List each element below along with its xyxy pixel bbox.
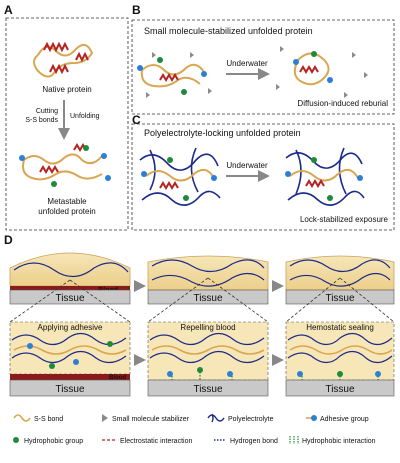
reburial-label: Diffusion-induced reburial	[297, 99, 388, 108]
tissue-label-2: Tissue	[193, 293, 223, 304]
zoom-lines-1	[9, 279, 131, 323]
panel-d: D Blood Tissue Tissue Tissue	[4, 233, 395, 397]
panel-c-title: Polyelectrolyte-locking unfolded protein	[144, 128, 301, 138]
cutting-label-2: S-S bonds	[25, 117, 58, 124]
stage-label-3: Hemostatic sealing	[306, 323, 374, 332]
lock-stabilized-label: Lock-stabilized exposure	[300, 215, 389, 224]
legend-label-stabilizer: Small molecule stabilizer	[112, 416, 190, 423]
native-protein	[33, 41, 94, 78]
panel-b-letter: B	[132, 3, 141, 17]
tissue-label-5: Tissue	[193, 384, 223, 395]
scene-3: Tissue	[285, 255, 395, 305]
underwater-label-c: Underwater	[226, 161, 268, 170]
ss-bond-icon	[13, 414, 31, 422]
underwater-label-b: Underwater	[226, 59, 268, 68]
panel-a-frame	[5, 17, 129, 231]
metastable-label-2: unfolded protein	[38, 207, 95, 216]
polyelectrolyte-icon	[207, 413, 225, 423]
legend: S-S bond Small molecule stabilizer Polye…	[13, 413, 376, 445]
panel-c-letter: C	[132, 113, 141, 127]
native-protein-label: Native protein	[42, 85, 91, 94]
metastable-label-1: Metastable	[47, 197, 87, 206]
panel-c-frame	[131, 123, 395, 231]
blood-label-2: Blood	[109, 375, 126, 381]
unfolding-label: Unfolding	[70, 113, 100, 120]
zoom-lines-2	[147, 277, 269, 323]
legend-item-stabilizer: Small molecule stabilizer	[102, 414, 190, 423]
legend-item-electrostatic: Electrostatic interaction	[102, 438, 192, 445]
hydrophobic-group-icon	[13, 437, 19, 443]
legend-label-polyelectrolyte: Polyelectrolyte	[228, 416, 274, 423]
stabilizer-icon	[102, 414, 108, 422]
tissue-label-1: Tissue	[55, 293, 85, 304]
legend-label-ss-bond: S-S bond	[34, 416, 63, 423]
panel-c: C Polyelectrolyte-locking unfolded prote…	[131, 113, 395, 231]
legend-item-hydrophobic-group: Hydrophobic group	[13, 437, 83, 445]
legend-label-adhesive: Adhesive group	[320, 416, 369, 423]
panel-b-frame	[131, 19, 395, 115]
scene-1: Blood Tissue	[9, 252, 131, 305]
panel-b: B Small molecule-stabilized unfolded pro…	[131, 3, 395, 115]
scene-2: Tissue	[147, 255, 269, 305]
legend-item-hydrophobic-interaction: Hydrophobic interaction	[289, 436, 376, 445]
zoom-lines-3	[285, 277, 395, 323]
unfolded-protein-b	[137, 52, 212, 98]
legend-item-hydrogen-bond: Hydrogen bond	[214, 438, 278, 445]
legend-label-hydrophobic-group: Hydrophobic group	[24, 438, 83, 445]
legend-label-hydrogen-bond: Hydrogen bond	[230, 438, 278, 445]
detail-repelling-blood: Repelling blood Tissue	[147, 321, 269, 397]
panel-a-letter: A	[4, 3, 13, 17]
hydrophobic-interaction-icon	[289, 436, 299, 444]
legend-label-electrostatic: Electrostatic interaction	[120, 438, 192, 445]
detail-hemostatic-sealing: Hemostatic sealing Tissue	[285, 321, 395, 397]
stage-label-2: Repelling blood	[180, 323, 235, 332]
unfolded-protein-a	[19, 143, 111, 187]
panel-a: A Native protein Cutting S-S bonds Unfol…	[4, 3, 129, 231]
panel-d-letter: D	[4, 233, 13, 247]
legend-item-ss-bond: S-S bond	[13, 414, 63, 423]
stage-label-1: Applying adhesive	[38, 323, 103, 332]
tissue-label-3: Tissue	[325, 293, 355, 304]
legend-item-polyelectrolyte: Polyelectrolyte	[207, 413, 274, 423]
locked-protein-right	[285, 147, 365, 206]
locked-protein-left	[139, 147, 221, 206]
detail-applying-adhesive: Applying adhesive Blood Tissue	[9, 321, 131, 397]
tissue-label-6: Tissue	[325, 384, 355, 395]
legend-label-hydrophobic-interaction: Hydrophobic interaction	[302, 438, 376, 445]
adhesive-group-icon	[311, 415, 317, 421]
reburied-protein	[276, 46, 368, 98]
legend-item-adhesive: Adhesive group	[306, 415, 369, 423]
cutting-label-1: Cutting	[36, 108, 58, 115]
tissue-label-4: Tissue	[55, 384, 85, 395]
panel-b-title: Small molecule-stabilized unfolded prote…	[144, 26, 313, 36]
